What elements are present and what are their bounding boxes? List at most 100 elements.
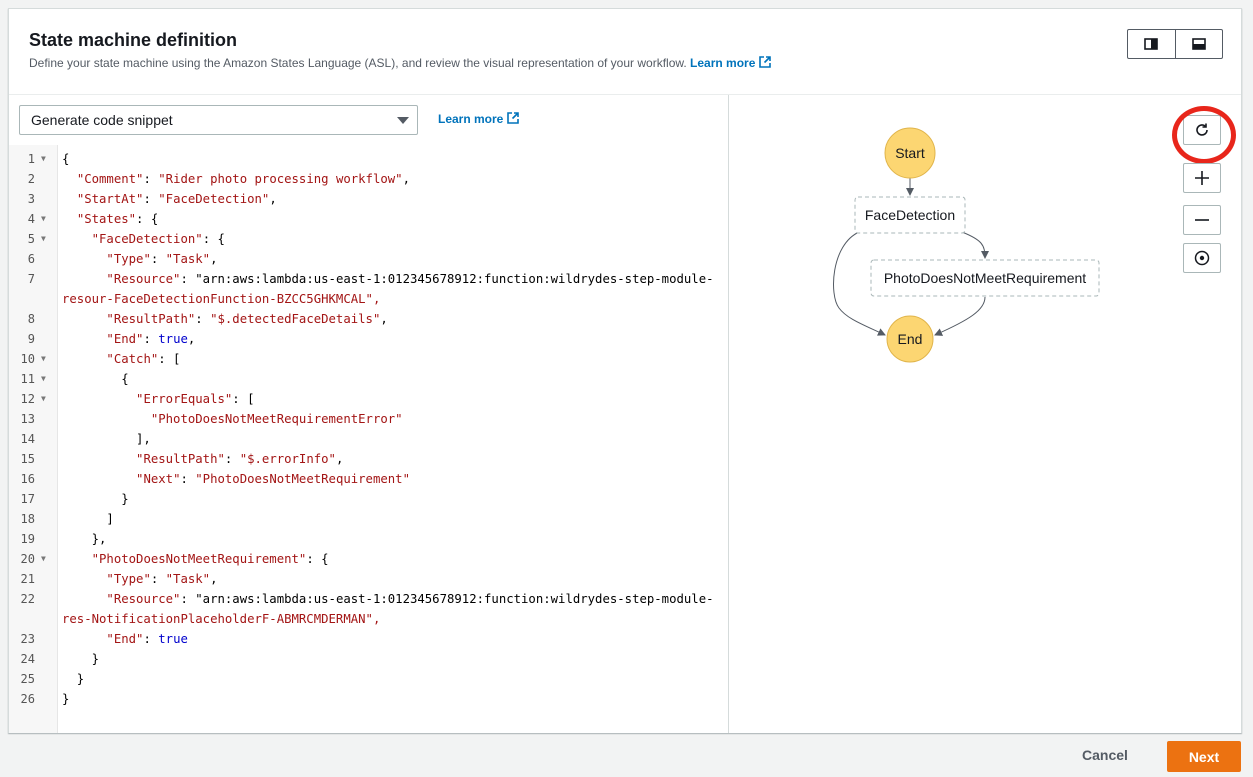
zoom-in-button[interactable] [1183, 163, 1221, 193]
line-text: "ResultPath": "$.errorInfo", [136, 452, 344, 466]
code-line: 7 "Resource": "arn:aws:lambda:us-east-1:… [9, 269, 728, 289]
line-number: 9 [27, 332, 35, 346]
fold-arrow-icon[interactable]: ▼ [41, 374, 46, 383]
split-vertical-icon [1144, 38, 1159, 50]
footer: Cancel Next [0, 733, 1253, 777]
line-text: "End": true, [106, 332, 196, 346]
split-vertical-button[interactable] [1128, 30, 1175, 58]
code-line: 11▼ { [9, 369, 728, 389]
zoom-out-icon [1195, 219, 1209, 221]
node-start[interactable]: Start [884, 127, 936, 179]
learn-more-link[interactable]: Learn more [690, 56, 772, 70]
line-number: 13 [20, 412, 35, 426]
cancel-button[interactable]: Cancel [1082, 747, 1128, 763]
line-text: { [62, 372, 129, 386]
center-button[interactable] [1183, 243, 1221, 273]
line-text: "Resource": "arn:aws:lambda:us-east-1:01… [106, 272, 714, 286]
external-link-icon [507, 112, 520, 124]
node-photo-does-not-meet-requirement[interactable]: PhotoDoesNotMeetRequirement [870, 259, 1100, 297]
line-text: "FaceDetection": { [91, 232, 225, 246]
line-number: 15 [20, 452, 35, 466]
line-text: "ErrorEquals": [ [136, 392, 255, 406]
line-text: "Type": "Task", [106, 252, 218, 266]
line-number: 16 [20, 472, 35, 486]
line-text: "ResultPath": "$.detectedFaceDetails", [106, 312, 388, 326]
line-number: 20 [20, 552, 35, 566]
line-number: 8 [27, 312, 35, 326]
node-end[interactable]: End [886, 315, 934, 363]
generate-code-snippet-select[interactable]: Generate code snippet [19, 105, 418, 135]
code-line: 13 "PhotoDoesNotMeetRequirementError" [9, 409, 728, 429]
editor-learn-more: Learn more [438, 112, 520, 126]
editor-learn-more-link[interactable]: Learn more [438, 112, 520, 126]
line-text: "Catch": [ [106, 352, 181, 366]
line-text: } [62, 652, 100, 666]
code-line: 2 "Comment": "Rider photo processing wor… [9, 169, 728, 189]
svg-text:FaceDetection: FaceDetection [865, 207, 955, 223]
zoom-out-button[interactable] [1183, 205, 1221, 235]
code-line: 10▼ "Catch": [ [9, 349, 728, 369]
line-text: } [62, 672, 85, 686]
code-line: 14 ], [9, 429, 728, 449]
line-number: 7 [27, 272, 35, 286]
line-text: "StartAt": "FaceDetection", [76, 192, 277, 206]
code-line: 5▼ "FaceDetection": { [9, 229, 728, 249]
next-button[interactable]: Next [1167, 741, 1241, 772]
line-text: }, [62, 532, 107, 546]
line-number: 4 [27, 212, 35, 226]
code-line: 18 ] [9, 509, 728, 529]
line-number: 23 [20, 632, 35, 646]
fold-arrow-icon[interactable]: ▼ [41, 154, 46, 163]
fold-arrow-icon[interactable]: ▼ [41, 234, 46, 243]
line-number: 18 [20, 512, 35, 526]
line-text: "Comment": "Rider photo processing workf… [76, 172, 410, 186]
fold-arrow-icon[interactable]: ▼ [41, 394, 46, 403]
highlight-circle [1172, 106, 1236, 164]
line-number: 3 [27, 192, 35, 206]
code-line: 4▼ "States": { [9, 209, 728, 229]
code-line: 24 } [9, 649, 728, 669]
center-icon [1194, 250, 1210, 266]
code-line: 12▼ "ErrorEquals": [ [9, 389, 728, 409]
description-text: Define your state machine using the Amaz… [29, 56, 687, 70]
line-text: "End": true [106, 632, 188, 646]
caret-down-icon [397, 117, 409, 124]
split-horizontal-button[interactable] [1174, 30, 1223, 58]
fold-arrow-icon[interactable]: ▼ [41, 214, 46, 223]
code-line: 20▼ "PhotoDoesNotMeetRequirement": { [9, 549, 728, 569]
line-number: 26 [20, 692, 35, 706]
page-title: State machine definition [29, 30, 238, 50]
line-number: 21 [20, 572, 35, 586]
edge-facedetection-photo [961, 231, 989, 259]
line-text: ], [62, 432, 151, 446]
line-text: } [62, 692, 70, 706]
svg-text:Start: Start [895, 145, 925, 161]
line-text: ] [62, 512, 114, 526]
code-line: 3 "StartAt": "FaceDetection", [9, 189, 728, 209]
node-face-detection[interactable]: FaceDetection [854, 196, 966, 234]
line-number: 14 [20, 432, 35, 446]
code-line: resour-FaceDetectionFunction-BZCC5GHKMCA… [9, 289, 728, 309]
code-line: 15 "ResultPath": "$.errorInfo", [9, 449, 728, 469]
code-editor[interactable]: 1 ▼ {2 "Comment": "Rider photo processing … [9, 145, 728, 733]
edge-photo-end [934, 296, 986, 336]
fold-arrow-icon[interactable]: ▼ [41, 554, 46, 563]
panel-description: Define your state machine using the Amaz… [29, 56, 772, 70]
graph-pane: Start FaceDetection PhotoDoesNotMeetRequ… [729, 95, 1241, 733]
panel-header: State machine definition Define your sta… [9, 9, 1241, 95]
svg-text:PhotoDoesNotMeetRequirement: PhotoDoesNotMeetRequirement [884, 270, 1086, 286]
line-text: { [62, 152, 70, 166]
line-number: 17 [20, 492, 35, 506]
line-text: "Next": "PhotoDoesNotMeetRequirement" [136, 472, 410, 486]
code-line: 8 "ResultPath": "$.detectedFaceDetails", [9, 309, 728, 329]
fold-arrow-icon[interactable]: ▼ [41, 354, 46, 363]
code-line: 21 "Type": "Task", [9, 569, 728, 589]
line-number: 1 [27, 152, 35, 166]
line-text: "Type": "Task", [106, 572, 218, 586]
line-text: } [62, 492, 129, 506]
line-number: 22 [20, 592, 35, 606]
state-machine-definition-panel: State machine definition Define your sta… [8, 8, 1242, 733]
split-horizontal-icon [1191, 38, 1206, 50]
code-line: 22 "Resource": "arn:aws:lambda:us-east-1… [9, 589, 728, 609]
code-line: 1 ▼ { [9, 149, 728, 169]
